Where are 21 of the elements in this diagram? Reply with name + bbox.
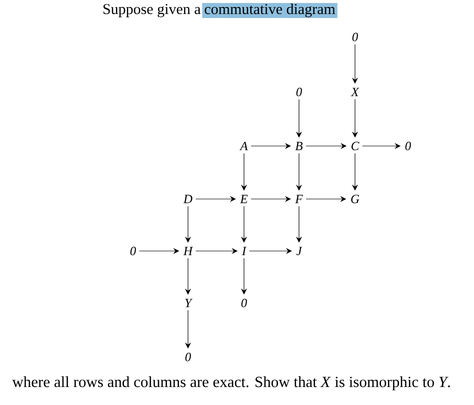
math-object: Y [185,298,193,308]
math-object: B [295,142,303,150]
math-object: D [183,194,192,204]
math-object: 0 [241,298,247,308]
math-object: X [350,88,360,96]
math-object: I [242,246,247,256]
math-object: G [351,194,360,204]
highlighted-phrase: commutative diagram [202,3,338,18]
math-object: 0 [185,352,191,362]
math-object: F [295,194,303,204]
math-object: C [352,142,360,150]
math-object: 0 [296,88,302,96]
math-object: J [296,246,302,256]
sentence: where all rows and columns are exact. Show that X is isomorphic to Y. [12,376,450,390]
math-object: H [183,246,194,256]
math-object: E [240,194,248,204]
math-object: 0 [352,32,358,42]
sentence: Suppose given a [103,4,201,18]
math-object: 0 [405,142,411,150]
math-object: 0 [130,246,136,256]
math-object: A [240,142,248,150]
